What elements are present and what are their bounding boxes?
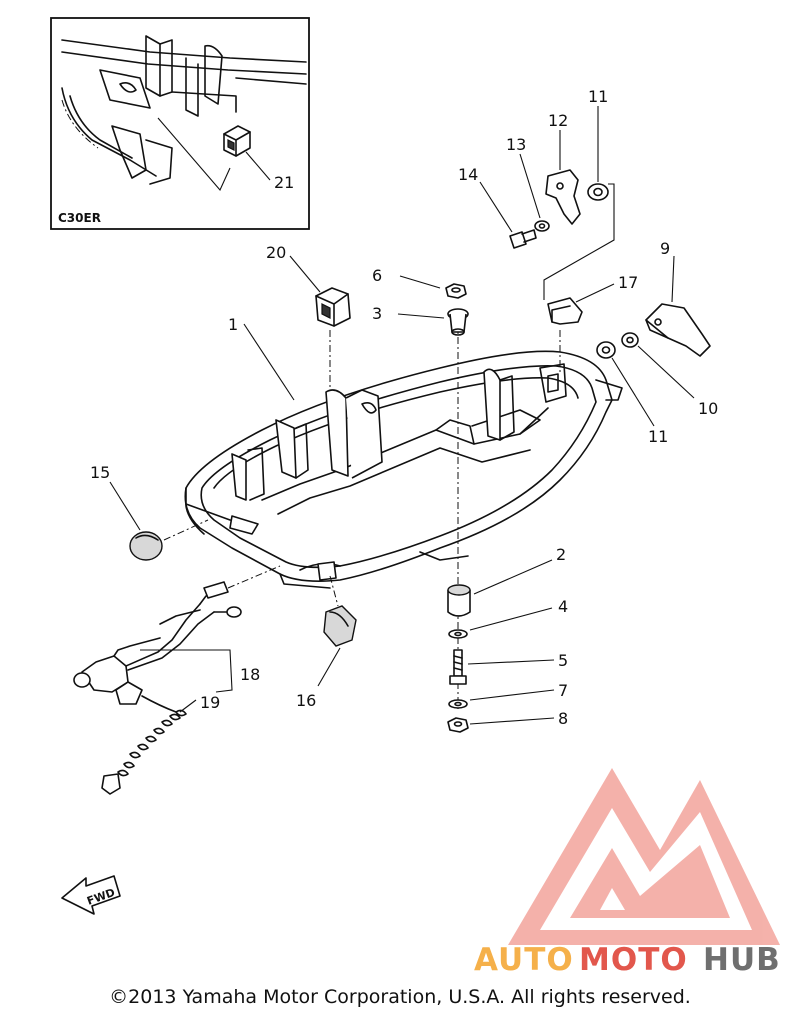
part-11-grommet-upper: 11 <box>587 87 609 201</box>
callout-7: 7 <box>558 681 568 700</box>
callout-20: 20 <box>266 243 286 262</box>
part-2-mount-rubber: 2 <box>447 545 566 617</box>
inset-model-code: C30ER <box>58 211 101 225</box>
part-9-handle: 9 <box>645 239 711 357</box>
callout-4: 4 <box>558 597 568 616</box>
callout-2: 2 <box>556 545 566 564</box>
callout-15: 15 <box>90 463 110 482</box>
callout-3: 3 <box>372 304 382 323</box>
part-20-grommet: 20 <box>266 243 351 327</box>
part-13-washer: 13 <box>506 135 550 232</box>
callout-12: 12 <box>548 111 568 130</box>
callout-5: 5 <box>558 651 568 670</box>
wordmark-hub: HUB <box>703 942 781 978</box>
callout-9: 9 <box>660 239 670 258</box>
part-4-washer: 4 <box>448 597 568 639</box>
part-18-stop-switch: 18 <box>73 565 281 693</box>
callout-18: 18 <box>240 665 260 684</box>
callout-11-lower: 11 <box>648 427 668 446</box>
fwd-direction-arrow-icon: FWD <box>61 875 121 915</box>
callout-10: 10 <box>698 399 718 418</box>
part-12-lever: 12 <box>545 111 581 225</box>
callout-21: 21 <box>274 173 294 192</box>
part-17-arm: 17 <box>547 273 638 325</box>
automotohub-wordmark: AUTO MOTO HUB <box>474 942 781 978</box>
bottom-cowling: 1 <box>184 315 623 589</box>
part-6-nut: 6 <box>372 266 467 299</box>
wordmark-moto: MOTO <box>579 942 688 978</box>
inset-detail: 21 C30ER <box>50 17 310 230</box>
callout-1: 1 <box>228 315 238 334</box>
part-8-nut: 8 <box>447 709 568 733</box>
callout-19: 19 <box>200 693 220 712</box>
wordmark-auto: AUTO <box>474 942 574 978</box>
callout-13: 13 <box>506 135 526 154</box>
part-15-plug: 15 <box>90 463 209 561</box>
callout-6: 6 <box>372 266 382 285</box>
callout-14: 14 <box>458 165 478 184</box>
automotohub-logo <box>508 768 780 945</box>
copyright-notice: ©2013 Yamaha Motor Corporation, U.S.A. A… <box>109 986 691 1008</box>
part-14-bolt: 14 <box>458 165 537 249</box>
part-11-grommet-lower: 11 <box>596 341 668 446</box>
part-5-bolt: 5 <box>449 649 568 685</box>
lever-routing-line <box>543 183 615 300</box>
part-10-washer: 10 <box>621 332 718 418</box>
part-16-grommet: 16 <box>296 575 357 710</box>
callout-8: 8 <box>558 709 568 728</box>
part-3-collar: 3 <box>372 304 469 336</box>
callout-17: 17 <box>618 273 638 292</box>
callout-16: 16 <box>296 691 316 710</box>
part-7-washer: 7 <box>448 681 568 709</box>
callout-11-upper: 11 <box>588 87 608 106</box>
part-19-lanyard: 19 <box>101 681 220 795</box>
